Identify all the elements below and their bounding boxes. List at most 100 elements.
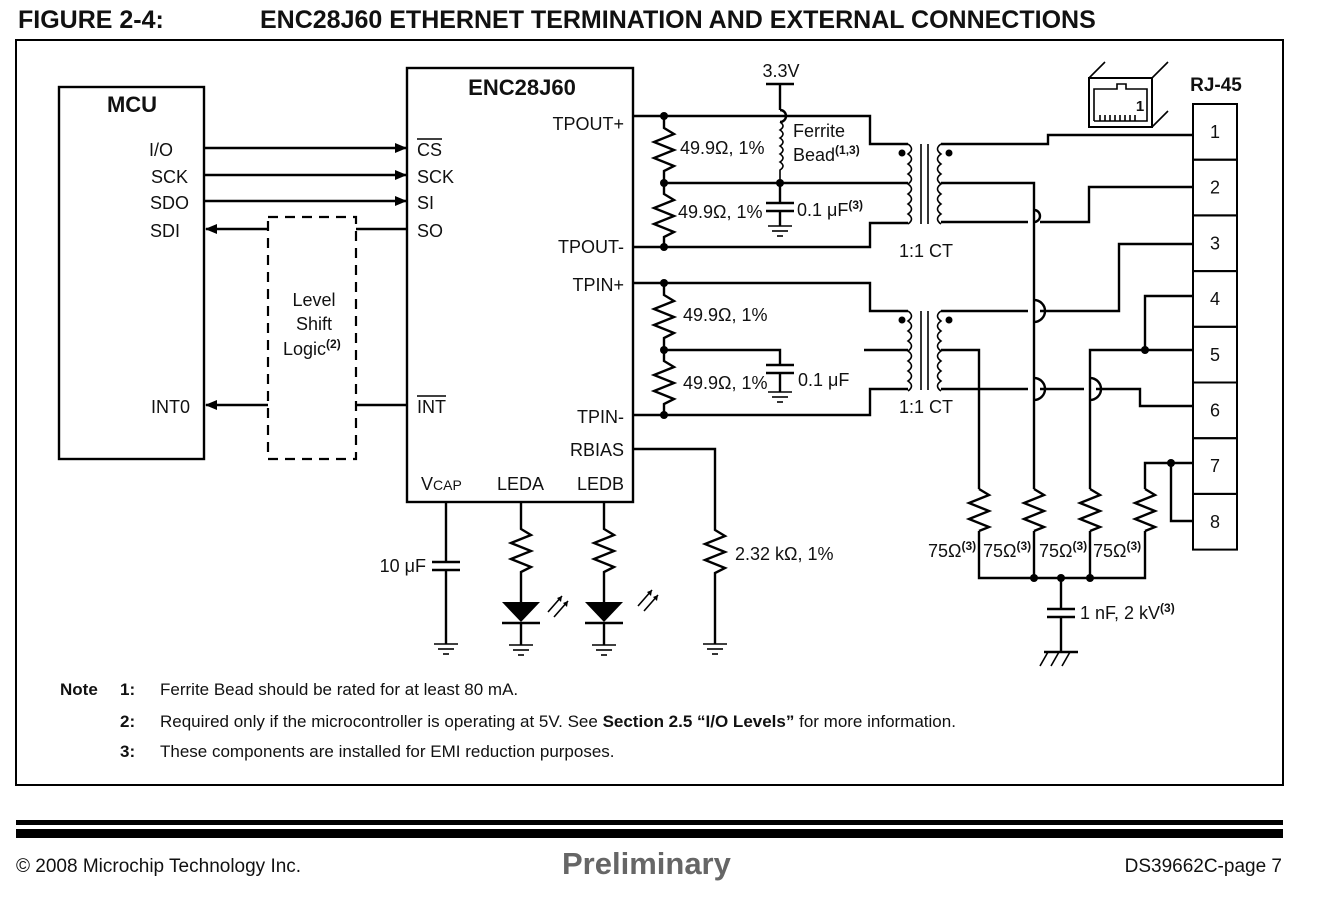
polarity-dot — [898, 316, 906, 324]
light-emission-icon — [637, 589, 659, 612]
rj45-wiring — [941, 133, 1193, 523]
rj45-pin-label: 7 — [1210, 456, 1220, 476]
footer-copyright: © 2008 Microchip Technology Inc. — [16, 856, 302, 877]
ferrite-bead — [778, 121, 784, 183]
polarity-dot — [898, 149, 906, 157]
note-text: These components are installed for EMI r… — [160, 742, 615, 761]
rx-secondary-winding — [936, 310, 943, 392]
enc-pin-vcap: VCAP — [421, 474, 462, 494]
mcu-pin-io: I/O — [149, 140, 173, 160]
wire-pin5 — [1088, 348, 1193, 489]
figure-caption: ENC28J60 ETHERNET TERMINATION AND EXTERN… — [260, 6, 1096, 34]
wire-crossover — [1033, 376, 1047, 402]
level-shift-box — [266, 215, 358, 461]
termination-resistors — [965, 487, 1159, 533]
tx-secondary-winding — [936, 143, 943, 225]
rbias-resistor — [633, 447, 729, 644]
rx-termination: 49.9Ω, 1% 49.9Ω, 1% 0.1 μF — [633, 279, 908, 419]
enc28j60-title: ENC28J60 — [468, 75, 576, 100]
level-shift-label-3: Logic(2) — [283, 337, 341, 359]
ground-icon — [434, 643, 458, 655]
notes-label: Note — [60, 680, 98, 699]
wire-crossover — [779, 108, 788, 124]
rx-transformer: 1:1 CT — [898, 310, 953, 417]
ground-icon — [509, 644, 533, 656]
wire-tpout-minus — [633, 221, 908, 249]
junction-dot — [1167, 459, 1175, 467]
leda-resistor — [507, 502, 535, 602]
tx-transformer: 1:1 CT — [898, 143, 953, 261]
tx-cap-label: 0.1 μF(3) — [797, 198, 863, 220]
enc-pin-ledb: LEDB — [577, 474, 624, 494]
note-number: 2: — [120, 712, 136, 731]
rj45-pin-label: 8 — [1210, 512, 1220, 532]
rbias-resistor-label: 2.32 kΩ, 1% — [735, 544, 834, 564]
light-emission-icon — [547, 595, 569, 618]
led-b-icon — [585, 602, 623, 622]
rx-resistor-2-label: 49.9Ω, 1% — [683, 373, 768, 393]
enc-pin-tpout-minus: TPOUT- — [558, 237, 624, 257]
tx-resistor-2 — [650, 183, 678, 247]
enc-pin-cs: CS — [417, 140, 442, 160]
wire-tpin-minus — [633, 387, 908, 417]
wire-crossover — [1033, 208, 1042, 224]
tx-transformer-label: 1:1 CT — [899, 241, 953, 261]
figure-number: FIGURE 2-4: — [18, 6, 164, 34]
wire-pin2 — [1040, 185, 1193, 224]
tx-primary-winding — [906, 143, 913, 225]
termination-resistor-1 — [965, 487, 993, 533]
tx-termination: 49.9Ω, 1% 49.9Ω, 1% 3.3V Ferrite Bead(1,… — [633, 61, 908, 251]
term-res-label-4: 75Ω(3) — [1093, 539, 1141, 561]
note-number: 1: — [120, 680, 136, 699]
note-text: Ferrite Bead should be rated for at leas… — [160, 680, 519, 699]
mcu-pin-sck: SCK — [151, 167, 188, 187]
enc-pin-leda: LEDA — [497, 474, 544, 494]
junction-dot — [1141, 346, 1149, 354]
wire-pin6 — [1096, 387, 1193, 408]
section-reference-link[interactable]: Section 2.5 “I/O Levels” — [602, 712, 795, 731]
rj45-pin-label: 2 — [1210, 178, 1220, 198]
wire-tpin-plus — [633, 281, 908, 313]
ground-icon — [768, 391, 792, 403]
ferrite-label-1: Ferrite — [793, 121, 845, 141]
ground-icon — [768, 225, 792, 237]
hv-cap-label: 1 nF, 2 kV(3) — [1080, 601, 1175, 623]
enc28j60-block: ENC28J60 CS SCK SI SO INT TPOUT+ TPOUT- … — [405, 66, 635, 504]
mcu-pin-int0: INT0 — [151, 397, 190, 417]
rx-resistor-1 — [650, 283, 678, 350]
wire-pin4 — [1143, 294, 1193, 350]
ledb-circuit — [585, 502, 659, 656]
mcu-block: MCU I/O SCK SDO SDI INT0 — [57, 85, 206, 461]
footer-rule-thin — [16, 820, 1283, 825]
tx-resistor-2-label: 49.9Ω, 1% — [678, 202, 763, 222]
rj45-pin-label: 3 — [1210, 233, 1220, 253]
mcu-pin-sdo: SDO — [150, 193, 189, 213]
term-res-label-3: 75Ω(3) — [1039, 539, 1087, 561]
ground-icon — [592, 644, 616, 656]
rj45-pin-label: 5 — [1210, 345, 1220, 365]
ferrite-label-2: Bead(1,3) — [793, 143, 860, 165]
footer-status: Preliminary — [562, 846, 731, 881]
rj45-pin-label: 1 — [1210, 122, 1220, 142]
rj45-title: RJ-45 — [1190, 75, 1242, 96]
rx-primary-winding — [906, 310, 913, 392]
rj45-pin-label: 4 — [1210, 289, 1220, 309]
leda-circuit — [502, 502, 569, 656]
wire-crossover — [1089, 376, 1103, 402]
enc-pin-int: INT — [417, 397, 446, 417]
polarity-dot — [945, 316, 953, 324]
note-text: Required only if the microcontroller is … — [160, 712, 956, 731]
wire-pin1 — [941, 133, 1193, 146]
term-res-label-1: 75Ω(3) — [928, 539, 976, 561]
rj45-pin-box — [1192, 492, 1238, 551]
rx-resistor-2 — [650, 350, 678, 415]
tx-resistor-1-label: 49.9Ω, 1% — [680, 138, 765, 158]
enc-pin-sck: SCK — [417, 167, 454, 187]
note-number: 3: — [120, 742, 136, 761]
termination-resistor-4 — [1131, 487, 1159, 533]
enc-pin-rbias: RBIAS — [570, 440, 624, 460]
junction-dot — [1030, 574, 1038, 582]
footer-page: DS39662C-page 7 — [1124, 856, 1282, 877]
enc-pin-tpout-plus: TPOUT+ — [552, 114, 624, 134]
